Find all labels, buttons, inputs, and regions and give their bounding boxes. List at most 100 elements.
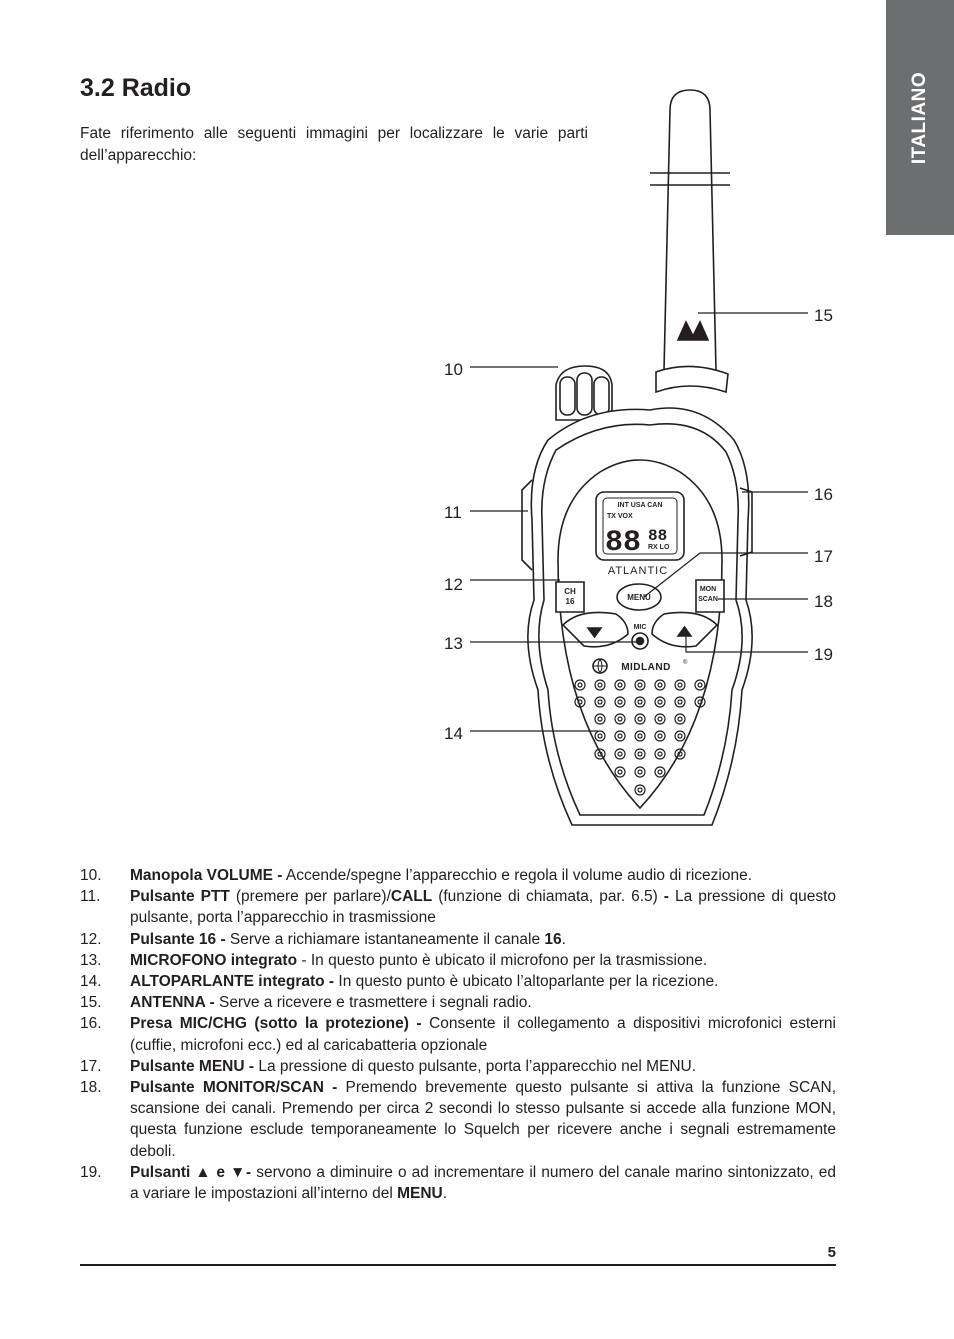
speaker-grille [574,679,706,796]
item-text: Serve a richiamare istantaneamente il ca… [225,930,545,948]
antenna-outline [663,89,717,371]
callout-19: 19 [814,645,833,664]
speaker-hole [614,730,626,742]
lcd-small-digits: 88 [648,527,667,545]
list-item: 11.Pulsante PTT (premere per parlare)/CA… [80,886,836,928]
speaker-hole [634,679,646,691]
speaker-hole-inner [597,699,603,705]
item-text: Serve a ricevere e trasmettere i segnali… [214,994,532,1012]
lcd-frame [595,491,685,561]
item-number: 10. [80,867,102,884]
speaker-hole [594,696,606,708]
item-text: Premendo brevemente questo pulsante si a… [130,1079,836,1160]
speaker-hole-inner [637,787,643,793]
speaker-hole [654,766,666,778]
speaker-hole-inner [637,699,643,705]
item-term: MENU [397,1185,443,1203]
item-term: Pulsante PTT [130,888,230,906]
speaker-hole-inner [617,716,623,722]
speaker-hole [594,679,606,691]
callout-11: 11 [444,503,462,522]
speaker-hole [654,679,666,691]
speaker-hole-inner [697,699,703,705]
speaker-hole [654,713,666,725]
speaker-hole [634,713,646,725]
speaker-hole [634,748,646,760]
item-term: Manopola VOLUME - [130,867,283,884]
callout-10: 10 [444,360,463,379]
item-number: 14. [80,973,102,991]
speaker-hole-inner [637,733,643,739]
callout-17: 17 [814,547,833,566]
item-number: 13. [80,951,102,969]
speaker-hole-inner [657,751,663,757]
lcd-digits: 88 [605,526,641,560]
speaker-hole-inner [657,733,663,739]
speaker-hole [614,766,626,778]
speaker-hole-inner [617,733,623,739]
item-number: 19. [80,1163,102,1181]
list-item: 12.Pulsante 16 - Serve a richiamare ista… [80,929,836,950]
item-number: 12. [80,930,102,948]
svg-text:SCAN: SCAN [698,596,718,603]
callout-16: 16 [814,485,833,504]
speaker-hole [674,730,686,742]
speaker-hole-inner [657,769,663,775]
speaker-hole-inner [617,682,623,688]
speaker-hole [614,713,626,725]
speaker-hole [614,679,626,691]
speaker-hole-inner [577,699,583,705]
speaker-hole-inner [677,682,683,688]
speaker-hole-inner [657,682,663,688]
ch16-button-label: CH [564,587,576,596]
list-item: 15. ANTENNA - Serve a ricevere e trasmett… [80,992,836,1013]
antenna-logo-icon [676,320,710,341]
item-term: - [663,888,669,906]
lcd-rxlo-label: RX LO [648,544,670,551]
lcd-top-label: INT USA CAN [618,502,663,509]
speaker-hole [594,730,606,742]
item-text: Accende/spegne l’apparecchio e regola il… [282,867,753,884]
parts-list: 10. Manopola VOLUME - Accende/spegne l’ap… [80,865,836,1204]
list-item: 18. Pulsante MONITOR/SCAN - Premendo brev… [80,1077,836,1162]
speaker-hole-inner [637,682,643,688]
section-title: 3.2 Radio [80,74,192,102]
item-term: Pulsante MONITOR/SCAN - [130,1079,338,1097]
language-tab: ITALIANO [886,0,954,235]
speaker-hole [694,679,706,691]
speaker-hole-inner [637,769,643,775]
speaker-hole [574,696,586,708]
item-number: 15. [80,994,102,1012]
speaker-hole-inner [617,769,623,775]
speaker-hole [674,748,686,760]
speaker-hole-inner [577,682,583,688]
speaker-hole [634,766,646,778]
item-term: Pulsante MENU - [130,1057,255,1075]
speaker-hole-inner [617,751,623,757]
callout-leaders [470,312,808,732]
arrow-down-icon [586,627,603,639]
speaker-hole-inner [597,751,603,757]
item-text: (premere per parlare)/ [229,888,391,906]
item-term: MICROFONO integrato [130,951,298,969]
speaker-hole [594,748,606,760]
speaker-hole-inner [657,699,663,705]
brand-logo: MIDLAND [621,662,671,673]
speaker-hole [614,696,626,708]
svg-text:16: 16 [566,597,575,606]
callout-14: 14 [444,724,463,743]
list-item: 19.Pulsanti ▲ e ▼- servono a diminuire o… [80,1162,836,1204]
item-number: 18. [80,1079,102,1097]
item-term: ANTENNA - [130,994,215,1012]
item-term: Pulsanti ▲ e ▼- [130,1163,252,1181]
speaker-hole [674,713,686,725]
speaker-hole [654,730,666,742]
intro-paragraph: Fate riferimento alle seguenti immagini … [80,125,588,164]
speaker-hole [654,748,666,760]
item-text: (funzione di chiamata, par. 6.5) [432,888,664,906]
speaker-hole [574,679,586,691]
list-item: 16.Presa MIC/CHG (sotto la protezione) -… [80,1013,836,1055]
item-text: La pressione di questo pulsante, porta l… [130,888,837,927]
list-item: 10. Manopola VOLUME - Accende/spegne l’ap… [80,865,836,886]
mic-label: MIC [634,624,647,631]
